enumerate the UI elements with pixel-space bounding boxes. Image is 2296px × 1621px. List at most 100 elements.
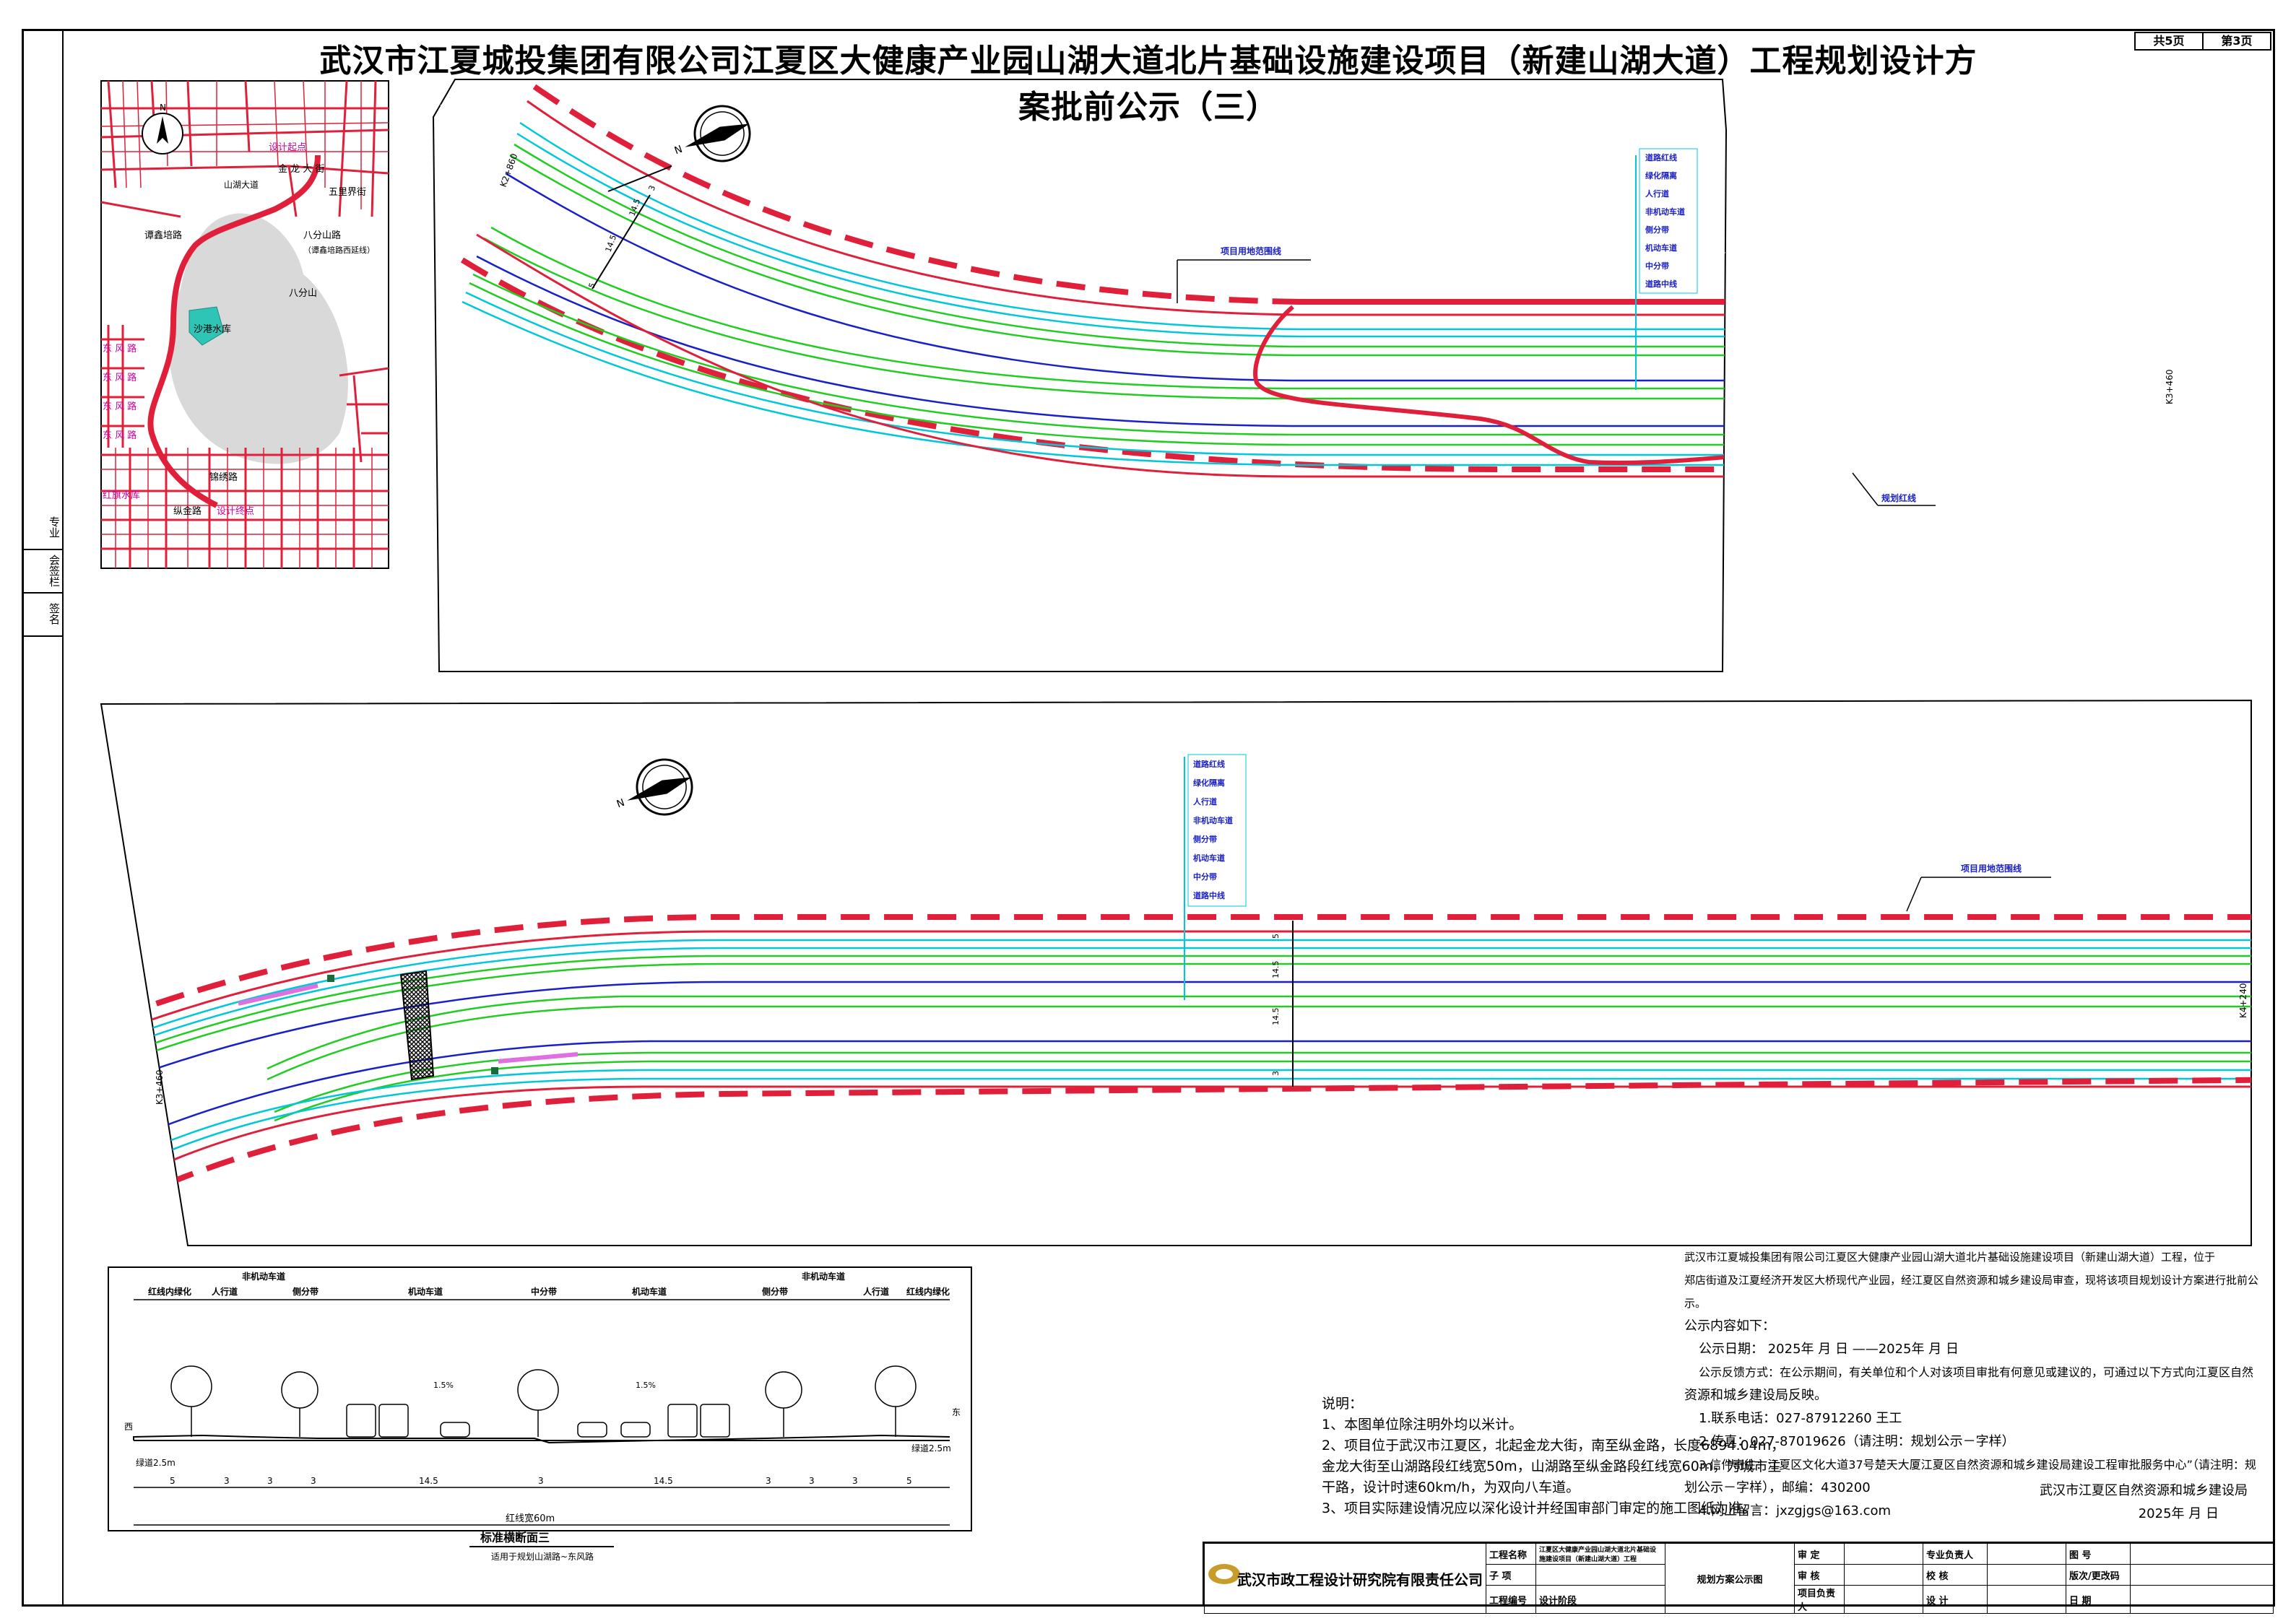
- xs-label-0: 红线内绿化: [148, 1286, 191, 1297]
- bot-dim-1: 14.5: [1271, 961, 1281, 979]
- map-label-shahu: 沙港水库: [194, 323, 231, 335]
- top-label-planning-red: 规划红线: [1881, 492, 1916, 503]
- xs-label-4: 机动车道: [408, 1286, 443, 1297]
- xs-dim-10: 5: [906, 1476, 912, 1486]
- top-station-left: K2+860: [498, 152, 520, 188]
- tb-r1-7: [2130, 1543, 2274, 1565]
- tb-r3-8: 日 期: [2066, 1585, 2131, 1614]
- notes-title: 说明：: [1322, 1396, 1364, 1412]
- notice-line-6: 1.联系电话：027-87912260 王工: [1699, 1411, 1902, 1426]
- page-total: 共5页: [2136, 33, 2204, 49]
- plan-top: 14.5 14.5 5 3 K2+860 K3+460 N 道路红线 绿化隔离 …: [432, 79, 2175, 672]
- notice-line-5: 资源和城乡建设局反映。: [1684, 1388, 1827, 1403]
- notice-line-9: 划公示－字样），邮编：430200: [1684, 1480, 1871, 1495]
- tb-company: 武汉市政工程设计研究院有限责任公司: [1204, 1543, 1486, 1614]
- map-label-tanxin: 谭鑫培路: [144, 230, 182, 241]
- tb-r2-2: 审 核: [1794, 1564, 1845, 1586]
- note-line-0: 1、本图单位除注明外均以米计。: [1322, 1417, 1523, 1433]
- xs-slope-right: 1.5%: [636, 1381, 656, 1390]
- map-label-east1: 东 风 路: [103, 343, 137, 355]
- bot-dim-3: 5: [1271, 934, 1281, 939]
- tb-r1-2: 审 定: [1794, 1543, 1845, 1565]
- route-highlight: [147, 155, 321, 508]
- tb-r3-0: 工程编号: [1486, 1585, 1536, 1614]
- side-sign-strip: 专业 会签栏 签名: [22, 29, 64, 1607]
- tb-r1-4: 专业负责人: [1923, 1543, 1988, 1565]
- xs-side-east: 东: [952, 1407, 961, 1417]
- bot-station-right: K4+240: [2238, 983, 2248, 1018]
- tb-r2-4: 校 核: [1923, 1564, 1988, 1586]
- tb-r1-5: [1987, 1543, 2066, 1565]
- map-label-jinxiu: 锦绣路: [209, 471, 238, 483]
- map-label-wuli: 五里界街: [329, 187, 366, 198]
- bot-station-left: K3+460: [155, 1070, 165, 1105]
- tb-r3-6: 设 计: [1923, 1585, 1988, 1614]
- svg-text:N: N: [615, 797, 626, 811]
- top-legend-7: 道路中线: [1645, 279, 1677, 289]
- side-cell-3: 签名: [22, 592, 62, 637]
- xs-label-5: 中分带: [531, 1286, 557, 1297]
- tb-r3-4: 项目负责人: [1794, 1585, 1845, 1614]
- xs-dim-5: 3: [538, 1476, 544, 1486]
- page-title: 武汉市江夏城投集团有限公司江夏区大健康产业园山湖大道北片基础设施建设项目（新建山…: [319, 43, 1977, 126]
- map-label-hongqi: 红旗水库: [103, 490, 140, 501]
- xs-dim-4: 14.5: [419, 1476, 438, 1486]
- xs-green-left: 绿道2.5m: [136, 1457, 176, 1468]
- tb-r3-7: [1987, 1585, 2066, 1614]
- xs-label-1: 人行道: [212, 1286, 238, 1297]
- location-map: N 设计起点 金 龙 大 街 五里界街 谭鑫培路 八分山路 （谭鑫培路西延线） …: [100, 80, 389, 569]
- map-label-east2: 东 风 路: [103, 372, 137, 383]
- side-cell-1: 专业: [22, 505, 62, 550]
- tb-drawing-name: 规划方案公示图: [1665, 1543, 1795, 1614]
- plan-bottom: 14.5 14.5 5 3 K3+460 K4+240 N 道路红线 绿化隔离 …: [100, 699, 2252, 1246]
- tb-r2-3: [1844, 1564, 1923, 1586]
- note-line-4: 3、项目实际建设情况应以深化设计并经国审部门审定的施工图纸为准。: [1322, 1500, 1756, 1516]
- xs-slope-left: 1.5%: [433, 1381, 454, 1390]
- notice-line-0: 武汉市江夏城投集团有限公司江夏区大健康产业园山湖大道北片基础设施建设项目（新建山…: [1684, 1251, 2216, 1264]
- bot-legend-2: 人行道: [1193, 796, 1217, 807]
- bot-dim-4: 3: [1271, 1071, 1281, 1076]
- bot-legend-5: 机动车道: [1193, 853, 1225, 863]
- tb-r3-9: [2130, 1585, 2274, 1614]
- public-notice: 武汉市江夏城投集团有限公司江夏区大健康产业园山湖大道北片基础设施建设项目（新建山…: [1684, 1246, 2276, 1526]
- map-label-start: 设计起点: [269, 142, 306, 153]
- top-label-project-boundary: 项目用地范围线: [1221, 245, 1281, 256]
- compass-top: N: [673, 105, 751, 162]
- tb-r2-0: 子 项: [1486, 1564, 1536, 1586]
- top-legend-3: 非机动车道: [1645, 207, 1685, 217]
- tb-r1-1: 江夏区大健康产业园山湖大道北片基础设施建设项目（新建山湖大道）工程: [1535, 1543, 1665, 1565]
- tb-r2-1: [1535, 1564, 1665, 1586]
- top-legend-6: 中分带: [1645, 261, 1669, 271]
- bot-legend-7: 道路中线: [1193, 890, 1225, 900]
- bot-legend-0: 道路红线: [1193, 759, 1225, 769]
- cross-section: 红线内绿化 人行道 非机动车道 侧分带 机动车道 中分带 机动车道 侧分带 非机…: [108, 1266, 972, 1562]
- compass-bottom: N: [615, 758, 693, 816]
- xs-green-right: 绿道2.5m: [911, 1443, 951, 1453]
- map-label-road-v: 山湖大道: [224, 179, 259, 190]
- bot-legend-4: 侧分带: [1193, 834, 1217, 844]
- note-line-3: 干路，设计时速60km/h，为双向八车道。: [1322, 1479, 1580, 1495]
- notice-line-3: 公示日期： 2025年 月 日 ——2025年 月 日: [1699, 1342, 1959, 1357]
- bot-legend-6: 中分带: [1193, 872, 1217, 882]
- xs-label-9: 人行道: [863, 1286, 889, 1297]
- svg-text:N: N: [160, 103, 166, 113]
- tb-r2-5: [1987, 1564, 2066, 1586]
- page-count: 共5页 第3页: [2134, 32, 2271, 51]
- xs-dim-0: 5: [170, 1476, 176, 1486]
- tb-r1-6: 图 号: [2066, 1543, 2131, 1565]
- xs-label-6: 机动车道: [632, 1286, 667, 1297]
- note-line-1: 2、项目位于武汉市江夏区，北起金龙大街，南至纵金路，长度6894.04m，: [1322, 1438, 1785, 1453]
- xs-label-7: 侧分带: [762, 1286, 788, 1297]
- xs-dim-1: 3: [224, 1476, 230, 1486]
- bot-legend-1: 绿化隔离: [1193, 778, 1225, 788]
- notice-date: 2025年 月 日: [2138, 1506, 2219, 1521]
- xs-dim-2: 3: [267, 1476, 273, 1486]
- top-dim-4: 3: [647, 184, 658, 192]
- xs-applies: 适用于规划山湖路~东风路: [491, 1551, 594, 1562]
- map-label-east3: 东 风 路: [103, 401, 137, 412]
- map-label-bafen-road: 八分山路: [303, 230, 341, 241]
- tb-r2-6: 版次/更改码: [2066, 1564, 2131, 1586]
- notice-line-1: 郑店街道及江夏经济开发区大桥现代产业园，经江夏区自然资源和城乡建设局审查，现将该…: [1684, 1274, 2259, 1310]
- map-label-zongjin: 纵金路: [173, 505, 202, 517]
- xs-name: 标准横断面三: [480, 1531, 550, 1544]
